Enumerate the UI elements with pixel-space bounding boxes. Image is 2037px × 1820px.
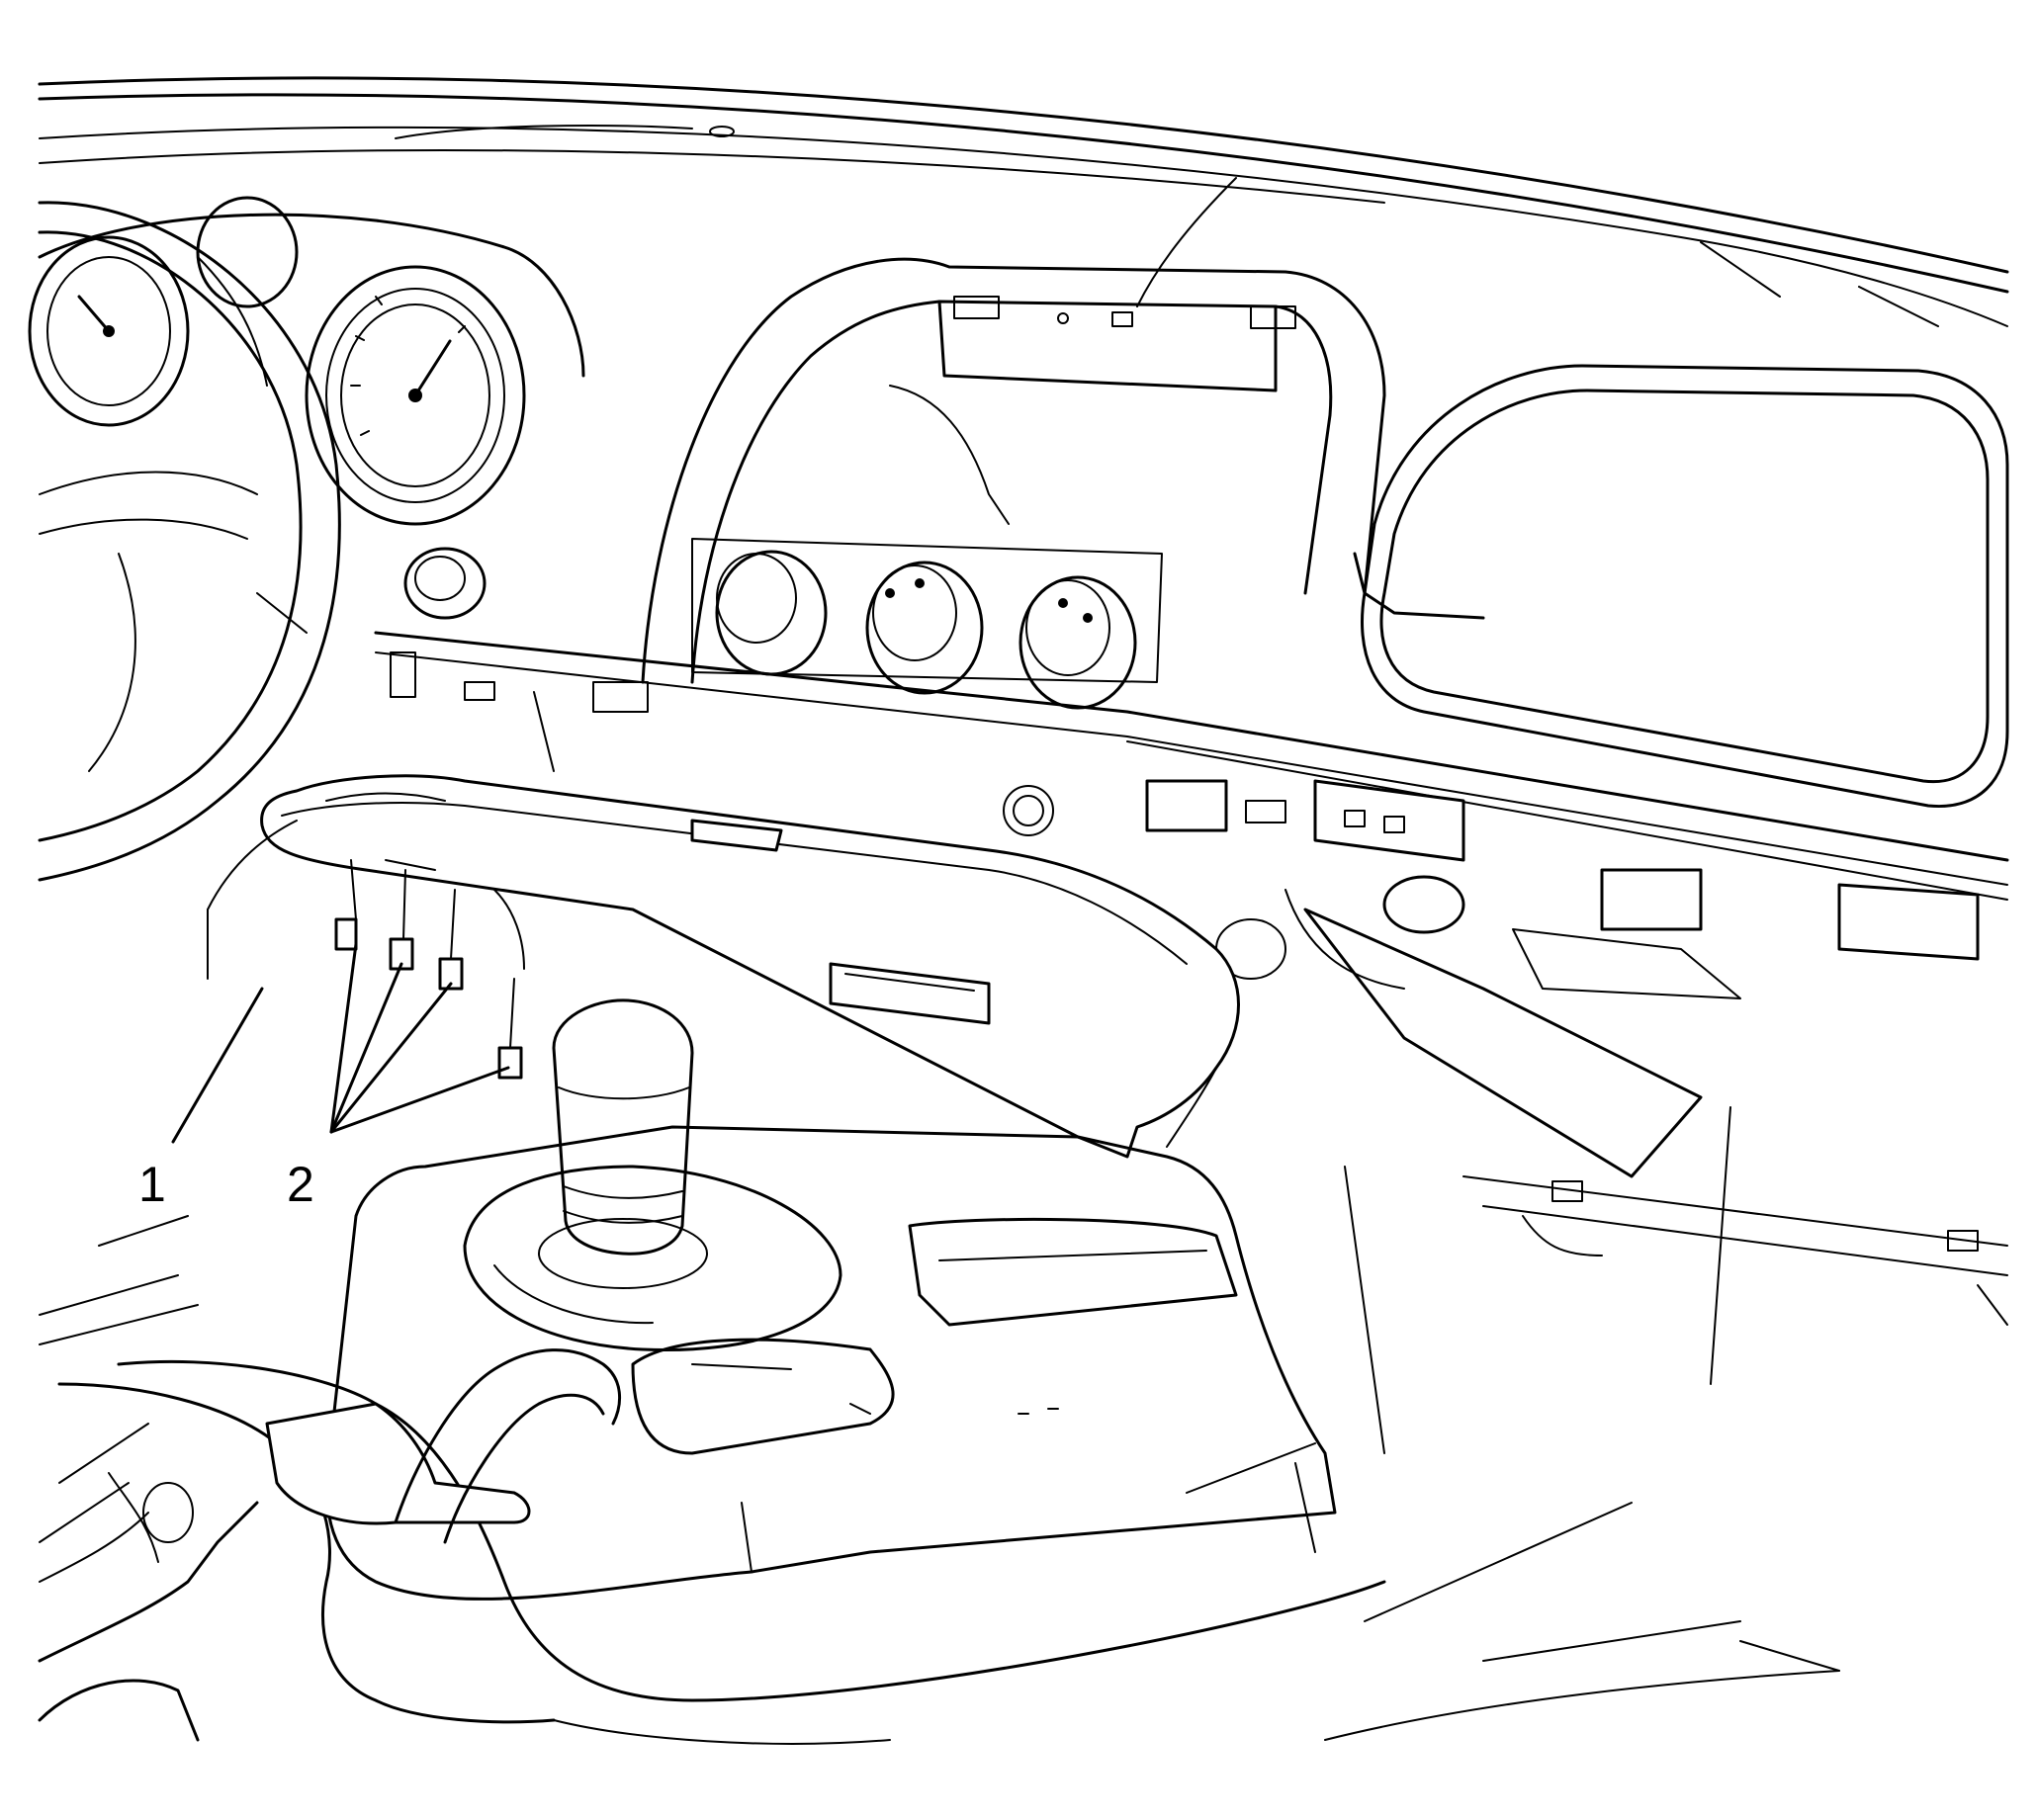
hvac-control-knobs bbox=[403, 538, 1163, 710]
center-console bbox=[57, 1125, 1386, 1724]
instrument-panel-trim-panel bbox=[207, 774, 1240, 1159]
upper-dash-panel bbox=[38, 76, 2009, 327]
steering-wheel bbox=[38, 201, 341, 882]
gear-shifter bbox=[463, 998, 842, 1352]
instrument-cluster bbox=[28, 196, 585, 526]
callout-2: 2 bbox=[287, 1157, 314, 1212]
floor-and-carpet bbox=[38, 1215, 1840, 1745]
callout-1: 1 bbox=[138, 1157, 166, 1212]
dash-lower-brackets bbox=[374, 552, 2009, 1385]
center-stack-bezel bbox=[641, 257, 1386, 684]
retainer-clips bbox=[334, 859, 525, 1080]
glovebox-door bbox=[1361, 364, 2009, 809]
callout-leaders bbox=[171, 942, 510, 1144]
